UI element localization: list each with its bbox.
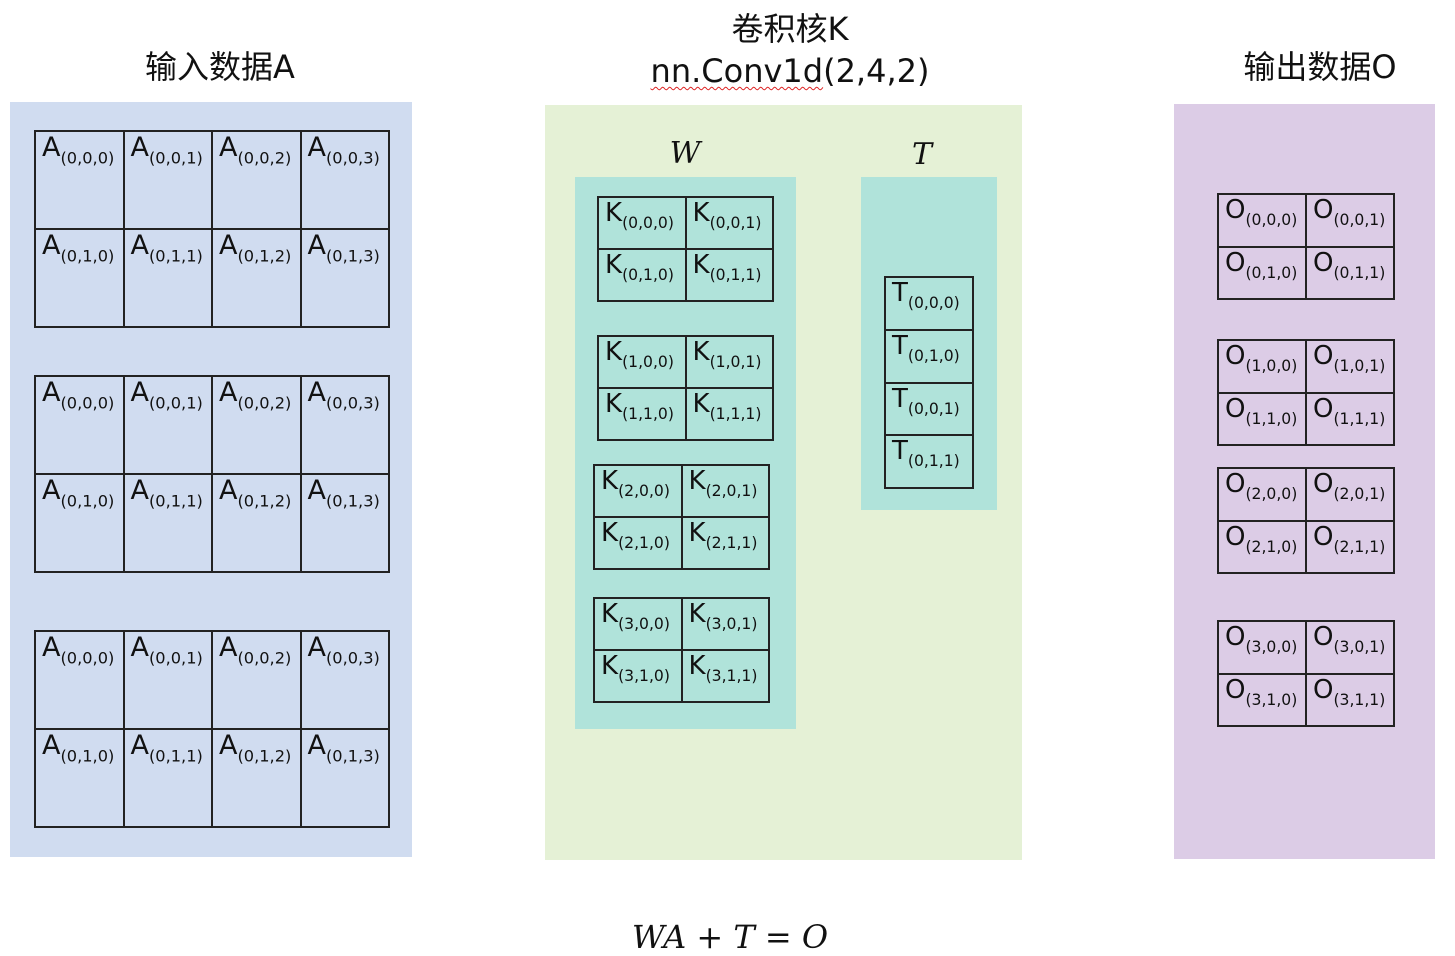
input-cell: A(0,0,3): [299, 130, 390, 230]
kernel-title: 卷积核K: [731, 10, 849, 48]
input-cell: A(0,0,2): [211, 375, 302, 475]
kernel-block: K(0,0,0) K(0,0,1) K(0,1,0) K(0,1,1): [597, 196, 774, 302]
output-cell: O(1,0,1): [1305, 339, 1395, 394]
input-block: A(0,0,0) A(0,0,1) A(0,0,2) A(0,0,3) A(0,…: [34, 630, 390, 828]
output-cell: O(0,0,0): [1217, 193, 1307, 248]
kernel-cell: K(3,0,0): [593, 597, 683, 651]
input-title: 输入数据A: [145, 48, 295, 86]
kernel-cell: K(2,1,0): [593, 516, 683, 570]
kernel-block: K(2,0,0) K(2,0,1) K(2,1,0) K(2,1,1): [593, 464, 770, 570]
input-cell: A(0,0,0): [34, 130, 125, 230]
kernel-cell: K(3,1,1): [680, 649, 770, 703]
bias-block: T(0,0,0) T(0,1,0) T(0,0,1) T(0,1,1): [884, 276, 974, 489]
output-block: O(1,0,0) O(1,0,1) O(1,1,0) O(1,1,1): [1217, 339, 1395, 446]
output-cell: O(1,1,0): [1217, 391, 1307, 446]
input-block: A(0,0,0) A(0,0,1) A(0,0,2) A(0,0,3) A(0,…: [34, 130, 390, 328]
output-cell: O(0,0,1): [1305, 193, 1395, 248]
input-cell: A(0,0,2): [211, 630, 302, 730]
kernel-cell: K(1,0,1): [684, 335, 774, 389]
output-block: O(2,0,0) O(2,0,1) O(2,1,0) O(2,1,1): [1217, 467, 1395, 574]
output-title: 输出数据O: [1243, 48, 1397, 86]
input-cell: A(0,1,3): [299, 728, 390, 828]
output-cell: O(3,0,1): [1305, 620, 1395, 675]
kernel-cell: K(1,1,1): [684, 387, 774, 441]
input-cell: A(0,1,1): [122, 728, 213, 828]
output-cell: O(1,1,1): [1305, 391, 1395, 446]
input-cell: A(0,0,3): [299, 630, 390, 730]
input-block: A(0,0,0) A(0,0,1) A(0,0,2) A(0,0,3) A(0,…: [34, 375, 390, 573]
input-cell: A(0,1,0): [34, 473, 125, 573]
input-cell: A(0,1,1): [122, 228, 213, 328]
output-cell: O(3,0,0): [1217, 620, 1307, 675]
input-cell: A(0,1,2): [211, 228, 302, 328]
bias-cell: T(0,1,1): [884, 434, 974, 489]
bias-cell: T(0,1,0): [884, 328, 974, 384]
kernel-cell: K(3,0,1): [680, 597, 770, 651]
input-cell: A(0,1,0): [34, 728, 125, 828]
output-cell: O(0,1,0): [1217, 245, 1307, 300]
input-cell: A(0,1,3): [299, 473, 390, 573]
output-cell: O(3,1,1): [1305, 672, 1395, 727]
kernel-cell: K(0,0,0): [597, 196, 687, 250]
kernel-block: K(3,0,0) K(3,0,1) K(3,1,0) K(3,1,1): [593, 597, 770, 703]
output-cell: O(2,1,0): [1217, 519, 1307, 574]
output-cell: O(1,0,0): [1217, 339, 1307, 394]
bias-cell: T(0,0,1): [884, 381, 974, 437]
output-cell: O(0,1,1): [1305, 245, 1395, 300]
kernel-cell: K(0,1,0): [597, 248, 687, 302]
kernel-subtitle: nn.Conv1d(2,4,2): [620, 52, 960, 90]
kernel-module-args: (2,4,2): [823, 52, 930, 90]
kernel-block: K(1,0,0) K(1,0,1) K(1,1,0) K(1,1,1): [597, 335, 774, 441]
weight-label: W: [669, 136, 701, 171]
input-cell: A(0,1,1): [122, 473, 213, 573]
kernel-cell: K(2,0,1): [680, 464, 770, 518]
input-cell: A(0,0,2): [211, 130, 302, 230]
output-cell: O(2,0,0): [1217, 467, 1307, 522]
bias-cell: T(0,0,0): [884, 276, 974, 331]
kernel-cell: K(1,1,0): [597, 387, 687, 441]
input-cell: A(0,0,1): [122, 375, 213, 475]
kernel-module-name: nn.Conv1d: [650, 52, 824, 90]
bias-label: T: [911, 137, 932, 172]
output-cell: O(2,0,1): [1305, 467, 1395, 522]
kernel-cell: K(0,0,1): [684, 196, 774, 250]
input-cell: A(0,0,1): [122, 130, 213, 230]
input-cell: A(0,0,3): [299, 375, 390, 475]
output-block: O(0,0,0) O(0,0,1) O(0,1,0) O(0,1,1): [1217, 193, 1395, 300]
input-cell: A(0,1,2): [211, 473, 302, 573]
input-cell: A(0,0,0): [34, 375, 125, 475]
output-cell: O(3,1,0): [1217, 672, 1307, 727]
input-cell: A(0,0,1): [122, 630, 213, 730]
input-cell: A(0,0,0): [34, 630, 125, 730]
kernel-cell: K(0,1,1): [684, 248, 774, 302]
kernel-cell: K(1,0,0): [597, 335, 687, 389]
formula: WA + T = O: [631, 918, 829, 956]
kernel-cell: K(2,1,1): [680, 516, 770, 570]
input-cell: A(0,1,2): [211, 728, 302, 828]
output-block: O(3,0,0) O(3,0,1) O(3,1,0) O(3,1,1): [1217, 620, 1395, 727]
output-cell: O(2,1,1): [1305, 519, 1395, 574]
kernel-cell: K(3,1,0): [593, 649, 683, 703]
kernel-cell: K(2,0,0): [593, 464, 683, 518]
input-cell: A(0,1,3): [299, 228, 390, 328]
input-cell: A(0,1,0): [34, 228, 125, 328]
